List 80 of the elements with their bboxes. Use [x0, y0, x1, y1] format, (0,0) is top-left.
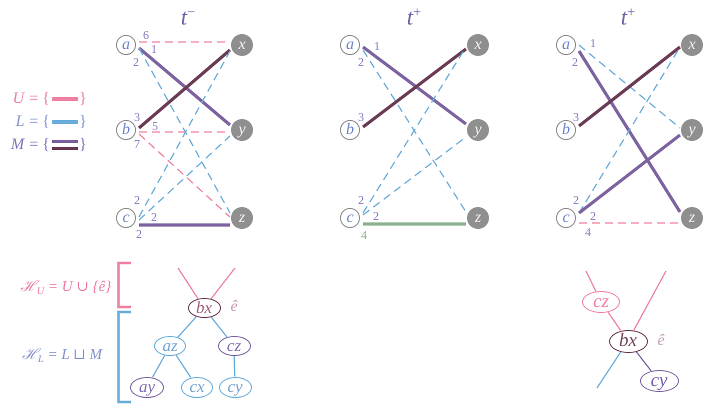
edge-label: 1 — [373, 41, 381, 51]
rising-edge-line — [633, 270, 667, 330]
filled-vertex-circle: x — [467, 34, 489, 56]
edge-label: 3 — [572, 112, 580, 122]
vertex-circle: a — [340, 35, 360, 55]
edge-label: 2 — [357, 57, 365, 67]
edge-label: 2 — [150, 212, 158, 222]
filled-vertex-circle: y — [467, 119, 489, 141]
horizontal-thick-line — [363, 222, 466, 226]
vertex-circle: c — [556, 208, 576, 228]
tree-node-ellipse: ay — [130, 376, 164, 398]
edge-label: 2 — [133, 195, 141, 205]
edge-label: 2 — [357, 195, 365, 205]
set-brace: } — [79, 91, 87, 107]
falling-edge-line — [608, 312, 622, 331]
vertex-circle: a — [556, 35, 576, 55]
legend-label: U = — [12, 91, 39, 107]
edge-label: 4 — [584, 227, 592, 237]
filled-vertex-circle: z — [681, 207, 703, 229]
edge-label: 4 — [360, 230, 368, 240]
edge-label: 6 — [142, 30, 150, 40]
vertex-circle: b — [340, 120, 360, 140]
filled-vertex-circle: z — [467, 207, 489, 229]
filled-vertex-circle: x — [231, 34, 253, 56]
edge-label: 2 — [132, 57, 140, 67]
filled-vertex-circle: y — [231, 119, 253, 141]
tree-node-ellipse: cz — [218, 336, 250, 356]
filled-vertex-circle: y — [681, 119, 703, 141]
falling-edge-line — [177, 268, 199, 300]
rising-edge-line — [210, 268, 236, 300]
tree-node-ellipse: bx — [608, 330, 648, 352]
tree-node-ellipse: cy — [640, 370, 678, 392]
rising-thick-line — [578, 134, 681, 214]
vertex-circle: a — [116, 35, 136, 55]
panel-title: t$^{+}$ — [620, 4, 636, 30]
edge-label: 7 — [133, 139, 141, 149]
node-annotation: ê — [657, 333, 665, 349]
vertex-circle: c — [340, 208, 360, 228]
rising-edge-line — [152, 355, 166, 378]
edge-label: 5 — [151, 121, 159, 131]
rising-edge-line — [596, 351, 622, 388]
horizontal-dashed-line — [579, 222, 680, 224]
falling-edge-line — [176, 354, 192, 378]
falling-edge-line — [210, 316, 228, 338]
set-brace: { — [42, 91, 50, 107]
panel-title: t$^{+}$ — [406, 4, 422, 30]
set-definition: ℋ$_{U}$ = U ∪ {ê} — [20, 278, 112, 296]
filled-vertex-circle: z — [231, 207, 253, 229]
edge-label: 2 — [571, 57, 579, 67]
set-brace: } — [79, 137, 87, 153]
filled-vertex-circle: x — [681, 34, 703, 56]
falling-edge-line — [636, 351, 652, 372]
vertical-edge-line — [234, 356, 236, 377]
edge-label: 3 — [133, 112, 141, 122]
vertex-circle: b — [556, 120, 576, 140]
tree-node-ellipse: bx — [188, 298, 220, 318]
set-brace: } — [79, 114, 87, 130]
edge-label: 2 — [589, 211, 597, 221]
set-brace: { — [42, 137, 50, 153]
tree-node-ellipse: cy — [218, 376, 252, 398]
set-definition: ℋ$_{L}$ = L ⊔ M — [22, 346, 102, 364]
horizontal-thick-line — [139, 223, 230, 227]
set-brace: { — [42, 114, 50, 130]
rising-edge-line — [177, 316, 197, 338]
tree-node-ellipse: az — [154, 336, 186, 356]
tree-node-ellipse: cz — [582, 291, 620, 313]
edge-label: 1 — [150, 44, 158, 54]
falling-edge-line — [585, 270, 596, 292]
edge-label: 2 — [572, 195, 580, 205]
edge-label: 3 — [357, 112, 365, 122]
vertex-circle: c — [116, 208, 136, 228]
legend-label: M = — [10, 137, 39, 153]
edge-label: 2 — [135, 229, 143, 239]
legend-label: L = — [16, 114, 39, 130]
node-annotation: ê — [230, 299, 238, 315]
vertex-circle: b — [116, 120, 136, 140]
panel-title: t$^{−}$ — [180, 4, 196, 30]
edge-label: 1 — [589, 38, 597, 48]
tree-node-ellipse: cx — [181, 376, 213, 398]
edge-label: 2 — [372, 211, 380, 221]
